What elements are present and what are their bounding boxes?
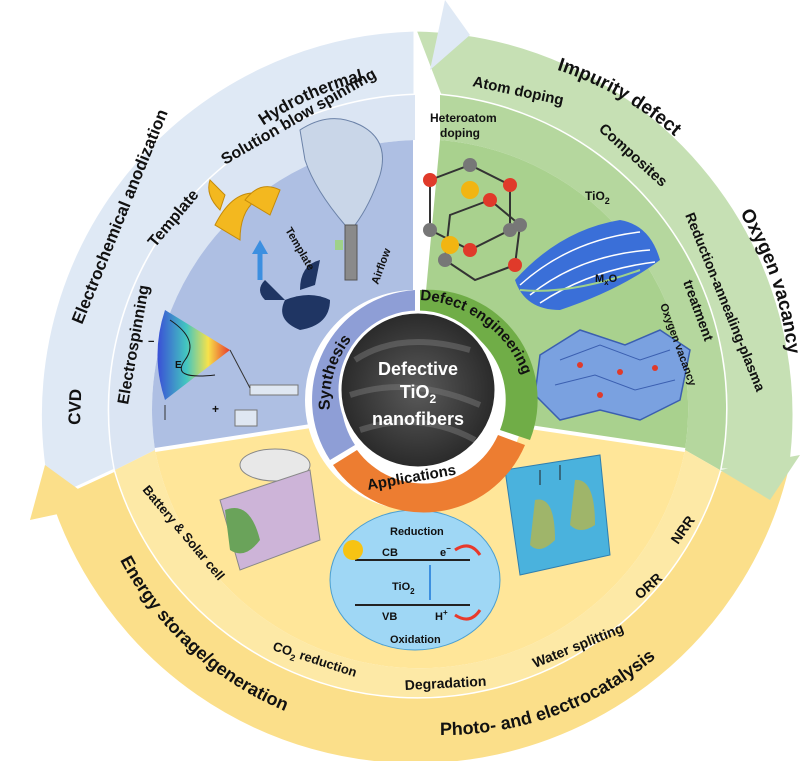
tio2-label: TiO2 <box>585 189 610 206</box>
inner-defect-band <box>440 95 727 470</box>
template-tubes-icon <box>208 179 330 330</box>
band-diagram-icon <box>329 509 501 651</box>
outer-arrow-blue <box>430 0 470 70</box>
vb-label: VB <box>382 611 397 623</box>
electrospinning-icon <box>157 310 299 427</box>
inner-ring <box>109 95 727 698</box>
battery-icon <box>219 448 321 571</box>
inner-app-band <box>115 450 720 698</box>
minus-label: − <box>148 336 154 348</box>
applications-band <box>333 435 525 513</box>
heteroatom-label: Heteroatom doping <box>430 111 500 140</box>
center-line-tio2: TiO2 <box>400 382 437 406</box>
blow-spinning-icon <box>299 118 383 281</box>
applications-illustrations: Reduction Oxidation CB VB TiO2 e− H+ <box>219 448 611 651</box>
defect-band <box>420 289 538 440</box>
cvd-label: CVD <box>65 389 85 426</box>
water-splitting-icon <box>504 454 611 576</box>
cb-label: CB <box>382 547 398 559</box>
oxidation-label: Oxidation <box>390 634 441 646</box>
plus-label: + <box>212 402 219 416</box>
core <box>305 289 538 513</box>
outer-ring <box>30 0 800 761</box>
inner-synthesis-band <box>109 95 415 470</box>
mxo-label: MxO <box>595 273 618 287</box>
tio2-band-label: TiO2 <box>392 581 415 596</box>
electron-label: e− <box>440 544 451 559</box>
center-line-defective: Defective <box>378 359 458 379</box>
heteroatom-lattice-icon <box>423 158 527 282</box>
degradation-label: Degradation <box>404 673 486 693</box>
oxygen-vacancy-lattice-icon <box>534 329 691 421</box>
fiber-mesh-icon <box>515 220 660 310</box>
reduction-label: Reduction <box>390 526 444 538</box>
synthesis-illustrations: Airflow Template − + E <box>148 118 394 427</box>
synthesis-band <box>312 290 415 460</box>
outer-arrow-yellow <box>30 465 100 520</box>
outer-arrow-green <box>720 455 800 500</box>
center-line-nanofibers: nanofibers <box>372 409 464 429</box>
e-field-label: E <box>175 360 182 371</box>
hole-label: H+ <box>435 608 448 623</box>
